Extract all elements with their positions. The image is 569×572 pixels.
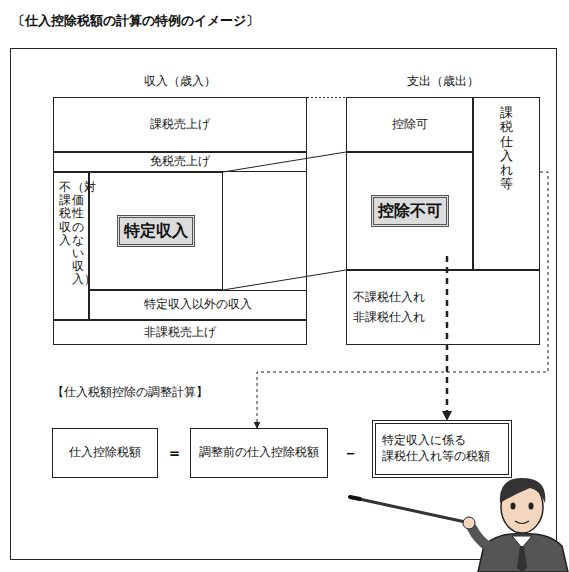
pointer-stick [350,497,470,523]
formula-box: 仕入控除税額 [52,428,158,478]
node-text: 特定収入 [117,215,195,248]
diagram-title: 〔仕入控除税額の計算の特例のイメージ〕 [12,12,259,30]
presenter-illustration [350,478,568,572]
dashed-arrow [446,256,449,420]
node-text: 特定収入に係る課税仕入れ等の税額 [382,433,490,464]
node-text: 課税売上げ [150,117,210,133]
category-cell: 控除可 [346,97,473,152]
node-text: 免税売上げ [150,154,210,170]
text-line: 課税仕入れ等の税額 [382,449,490,465]
ledger-box: 支出（歳出）控除可控除不可課税仕入れ等不課税仕入れ非課税仕入れ [346,97,540,345]
arm [472,528,490,548]
highlight-cell: 控除不可 [346,152,473,270]
formula-box: 調整前の仕入控除税額 [190,428,328,478]
formula-box: 特定収入に係る課税仕入れ等の税額 [372,420,512,478]
dashed-arrow [257,172,548,428]
category-cell: 不課税仕入れ非課税仕入れ [346,270,540,345]
node-text: 課税仕入れ等 [500,106,513,192]
pointer-tip [350,497,360,499]
text-line: 特定収入に係る [382,433,490,449]
node-text: 特定収入以外の収入 [144,297,252,313]
necktie [517,546,527,572]
dotted-link [307,97,346,98]
node-text: 非課税仕入れ [353,310,425,326]
column-heading: 支出（歳出） [347,74,539,90]
category-cell: 免税売上げ [53,152,307,172]
node-text: 不課税収入 [59,181,71,247]
category-cell: 課税売上げ [53,97,307,152]
operator-sign: － [343,444,358,463]
node-text: 非課税売上げ [144,325,216,341]
node-text: 仕入控除税額 [69,445,141,461]
column-heading: 収入（歳入） [54,74,306,90]
section-heading: 【仕入税額控除の調整計算】 [52,384,208,401]
projection-line [223,152,346,290]
mouth [515,521,529,524]
hand [463,517,475,529]
node-text: 控除可 [392,117,428,133]
node-text: （対価性のない収入） [72,181,84,287]
node-text: 控除不可 [371,195,449,228]
node-text: 調整前の仕入控除税額 [199,445,319,461]
eye [529,503,534,510]
node-text: 不課税仕入れ [353,290,425,306]
outer-frame [10,48,557,560]
category-cell: 非課税売上げ [53,320,307,345]
highlight-cell: 特定収入 [89,172,223,290]
category-cell: 特定収入以外の収入 [89,290,307,320]
vertical-label-cell: （対価性のない収入）不課税収入 [53,172,89,320]
eye [511,503,516,510]
suit [478,534,568,572]
ledger-box: 収入（歳入）課税売上げ免税売上げ（対価性のない収入）不課税収入特定収入特定収入以… [53,97,307,345]
hair [500,478,545,503]
operator-sign: ＝ [167,444,182,463]
vertical-label-cell: 課税仕入れ等 [473,97,540,270]
